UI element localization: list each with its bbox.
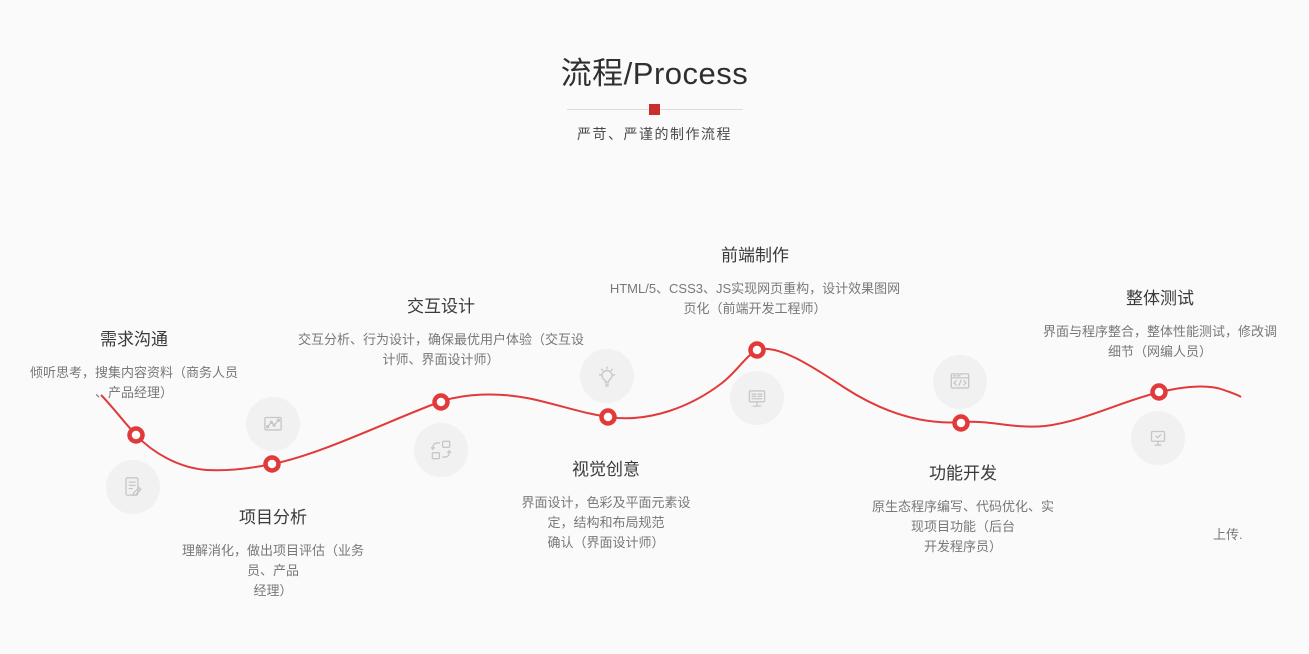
stage-requirements: 需求沟通 倾听思考，搜集内容资料（商务人员 、产品经理） [14,325,254,403]
divider-square-icon [649,104,660,115]
stage-desc-line: 交互分析、行为设计，确保最优用户体验（交互设 [297,332,584,347]
stage-overall-testing: 整体测试 界面与程序整合，整体性能测试，修改调 细节（网编人员） [1020,284,1300,362]
stage-desc-line: HTML/5、CSS3、JS实现网页重构，设计效果图网 [609,281,901,296]
stage-desc-line: 界面设计，色彩及平面元素设 [521,495,691,510]
stage-function-development: 功能开发 原生态程序编写、代码优化、实 现项目功能（后台 开发程序员） [843,459,1083,557]
stage-icon-circle [933,355,987,409]
stage-visual-creative: 视觉创意 界面设计，色彩及平面元素设 定，结构和布局规范 确认（界面设计师） [486,455,726,553]
stage-title: 功能开发 [929,464,997,483]
monitor-check-icon [1150,430,1166,446]
analytics-chart-icon [264,416,282,431]
stage-title: 整体测试 [1126,289,1194,308]
stage-desc-line: 倾听思考，搜集内容资料（商务人员 [29,365,238,380]
stage-title: 交互设计 [407,297,475,316]
monitor-content-icon [748,390,766,407]
stage-interaction-design: 交互设计 交互分析、行为设计，确保最优用户体验（交互设 计师、界面设计师） [286,292,596,370]
stage-desc-line: 员、产品 [246,563,299,578]
process-node [263,455,281,473]
stage-desc-line: 开发程序员） [923,539,1002,554]
stage-desc-line: 界面与程序整合，整体性能测试，修改调 [1042,324,1277,339]
process-node [1150,383,1168,401]
stage-project-analysis: 项目分析 理解消化，做出项目评估（业务 员、产品 经理） [163,503,383,601]
stage-icon-circle [730,371,784,425]
stage-desc-line: 现项目功能（后台 [910,519,1015,534]
section-header: 流程/Process 严苛、严谨的制作流程 [0,48,1309,144]
stage-desc-line: 确认（界面设计师） [547,535,665,550]
stage-desc-line: 经理） [253,583,293,598]
stage-desc-line: 细节（网编人员） [1107,344,1212,359]
browser-code-icon [950,373,970,389]
page-subtitle: 严苛、严谨的制作流程 [577,126,732,142]
notepad-pencil-icon [125,477,142,497]
page-title: 流程/Process [560,56,749,91]
process-node [127,426,145,444]
stage-icon-circle [414,423,468,477]
stage-title: 视觉创意 [572,460,640,479]
stage-title: 需求沟通 [100,330,168,349]
stage-icon-circle [246,397,300,451]
process-node [599,408,617,426]
stage-desc-line: 原生态程序编写、代码优化、实 [871,499,1054,514]
layout-sync-icon [430,440,452,460]
process-node [952,414,970,432]
process-node [432,393,450,411]
divider-line-left [566,109,649,110]
stage-icon-circle [106,460,160,514]
stage-desc-line: 计师、界面设计师） [382,352,500,367]
stage-title: 项目分析 [239,508,307,527]
stage-desc-line: 理解消化，做出项目评估（业务 [181,543,364,558]
next-stage-partial-label: 上传. [1213,527,1243,542]
stage-frontend-production: 前端制作 HTML/5、CSS3、JS实现网页重构，设计效果图网 页化（前端开发… [590,241,920,319]
stage-desc-line: 页化（前端开发工程师） [683,301,827,316]
stage-title: 前端制作 [721,246,789,265]
stage-icon-circle [1131,411,1185,465]
lightbulb-idea-icon [598,366,616,387]
divider-line-right [660,109,743,110]
stage-desc-line: 定，结构和布局规范 [547,515,665,530]
process-node [748,341,766,359]
title-divider [566,104,743,115]
stage-desc-line: 、产品经理） [94,385,173,400]
